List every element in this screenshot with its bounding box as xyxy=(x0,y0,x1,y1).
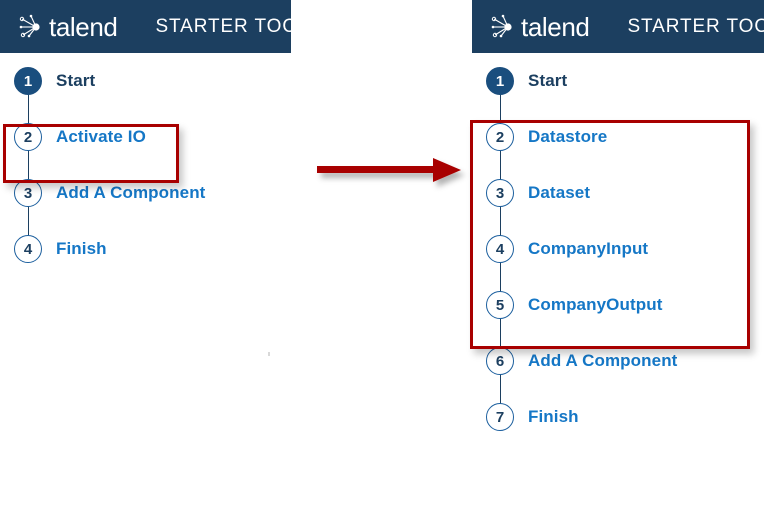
step-label: Start xyxy=(56,71,96,90)
app-header-bar-after: talend STARTER TOO xyxy=(472,0,764,53)
step-node: 5 xyxy=(472,277,528,333)
step-node: 4 xyxy=(0,221,56,277)
step-item-start[interactable]: 1 Start xyxy=(472,53,764,109)
before-state-panel: talend STARTER TOO 1 Start 2 Activate IO… xyxy=(0,0,291,518)
talend-brand-wordmark: talend xyxy=(521,11,590,42)
step-number-badge: 3 xyxy=(486,179,514,207)
step-label: Add A Component xyxy=(56,183,206,202)
render-artifact xyxy=(268,352,270,356)
talend-brand-wordmark: talend xyxy=(49,11,118,42)
step-label: CompanyInput xyxy=(528,239,649,258)
step-label: Finish xyxy=(56,239,107,258)
step-number-badge: 2 xyxy=(14,123,42,151)
step-node: 3 xyxy=(0,165,56,221)
step-node: 1 xyxy=(472,53,528,109)
app-header-bar-before: talend STARTER TOO xyxy=(0,0,291,53)
step-item-datastore[interactable]: 2 Datastore xyxy=(472,109,764,165)
step-node: 4 xyxy=(472,221,528,277)
step-number-badge: 1 xyxy=(486,67,514,95)
step-list-before: 1 Start 2 Activate IO 3 Add A Component … xyxy=(0,53,291,277)
header-title-before: STARTER TOO xyxy=(155,15,291,37)
right-arrow-icon xyxy=(317,158,461,182)
step-item-finish[interactable]: 7 Finish xyxy=(472,389,764,445)
step-node: 6 xyxy=(472,333,528,389)
talend-node-graph-logo-icon xyxy=(491,14,512,37)
after-state-panel: talend STARTER TOO 1 Start 2 Datastore 3… xyxy=(472,0,764,518)
step-item-start[interactable]: 1 Start xyxy=(0,53,291,109)
step-node: 2 xyxy=(472,109,528,165)
step-node: 3 xyxy=(472,165,528,221)
step-label: Activate IO xyxy=(56,127,146,146)
step-number-badge: 2 xyxy=(486,123,514,151)
step-number-badge: 4 xyxy=(14,235,42,263)
step-item-dataset[interactable]: 3 Dataset xyxy=(472,165,764,221)
step-label: Dataset xyxy=(528,183,591,202)
step-item-companyinput[interactable]: 4 CompanyInput xyxy=(472,221,764,277)
step-node: 2 xyxy=(0,109,56,165)
header-title-after: STARTER TOO xyxy=(627,15,764,37)
step-node: 7 xyxy=(472,389,528,445)
step-label: Start xyxy=(528,71,568,90)
step-number-badge: 4 xyxy=(486,235,514,263)
step-item-finish[interactable]: 4 Finish xyxy=(0,221,291,277)
step-label: Datastore xyxy=(528,127,608,146)
step-number-badge: 6 xyxy=(486,347,514,375)
talend-brand-before[interactable]: talend xyxy=(18,11,118,42)
step-number-badge: 1 xyxy=(14,67,42,95)
step-number-badge: 3 xyxy=(14,179,42,207)
step-item-companyoutput[interactable]: 5 CompanyOutput xyxy=(472,277,764,333)
step-label: CompanyOutput xyxy=(528,295,663,314)
step-item-add-a-component[interactable]: 3 Add A Component xyxy=(0,165,291,221)
step-node: 1 xyxy=(0,53,56,109)
step-item-add-a-component[interactable]: 6 Add A Component xyxy=(472,333,764,389)
step-list-after: 1 Start 2 Datastore 3 Dataset 4 CompanyI… xyxy=(472,53,764,445)
step-number-badge: 7 xyxy=(486,403,514,431)
talend-brand-after[interactable]: talend xyxy=(490,11,590,42)
talend-node-graph-logo-icon xyxy=(19,14,40,37)
step-label: Add A Component xyxy=(528,351,678,370)
step-item-activate-io[interactable]: 2 Activate IO xyxy=(0,109,291,165)
step-number-badge: 5 xyxy=(486,291,514,319)
step-label: Finish xyxy=(528,407,579,426)
